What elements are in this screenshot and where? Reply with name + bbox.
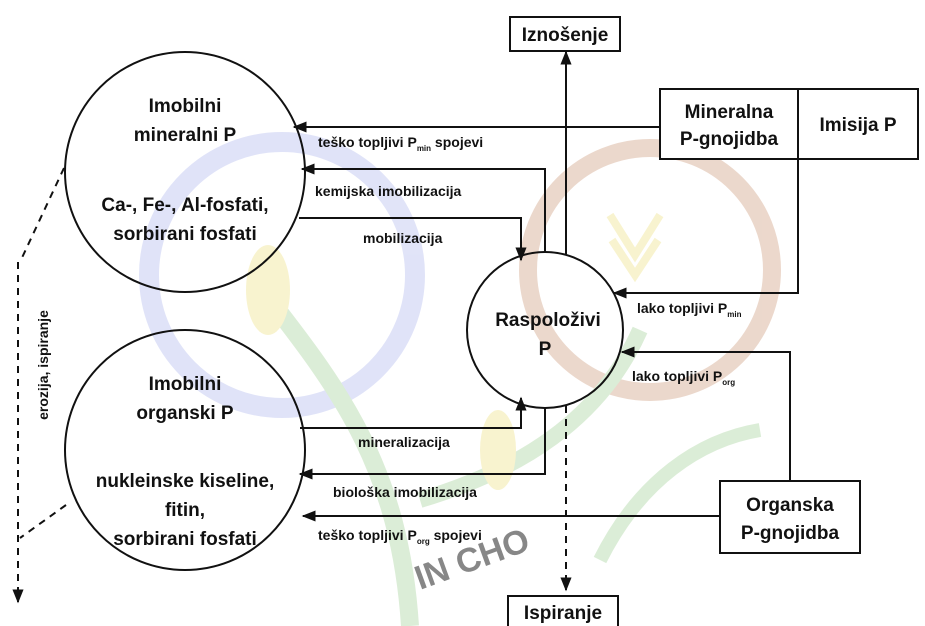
arrow-mineralizacija — [300, 396, 527, 429]
arrow-lako-min — [612, 159, 799, 299]
imobilni-organski-detail-2: fitin, — [165, 500, 205, 521]
watermark-yellow-grain-2 — [480, 410, 516, 490]
arrow-lako-org — [620, 346, 791, 481]
organska-gnojidba-line2: P-gnojidba — [741, 523, 840, 544]
mineralna-gnojidba-line1: Mineralna — [685, 102, 774, 123]
watermark-green-leaf-2 — [593, 423, 762, 564]
label-kemijska: kemijska imobilizacija — [315, 183, 462, 199]
raspolozivi-symbol: P — [539, 339, 552, 360]
label-lako-org: lako topljivi Porg — [632, 368, 735, 387]
label-tesko-org: teško topljivi Porg spojevi — [318, 527, 482, 546]
label-tesko-min: teško topljivi Pmin spojevi — [318, 134, 483, 153]
imobilni-mineralni-subtitle: mineralni P — [134, 125, 237, 146]
imobilni-organski-title: Imobilni — [149, 374, 222, 395]
organska-gnojidba-line1: Organska — [746, 495, 834, 516]
arrow-mobilizacija — [299, 217, 527, 262]
label-mobilizacija: mobilizacija — [363, 230, 443, 246]
imobilni-mineralni-detail-2: sorbirani fosfati — [113, 224, 257, 245]
imobilni-organski-subtitle: organski P — [136, 403, 233, 424]
imisija-label: Imisija P — [819, 115, 896, 136]
ispiranje-box — [507, 595, 619, 626]
imobilni-mineralni-detail-1: Ca-, Fe-, Al-fosfati, — [101, 195, 268, 216]
watermark-green-leaf — [417, 326, 648, 508]
label-bioloska: biološka imobilizacija — [333, 484, 477, 500]
label-erozija: erozija, ispiranje — [35, 310, 51, 420]
imobilni-organski-detail-3: sorbirani fosfati — [113, 529, 257, 550]
imobilni-mineralni-title: Imobilni — [149, 96, 222, 117]
dashed-erozija-upper — [19, 167, 65, 263]
dashed-erozija-lower — [19, 504, 67, 539]
imobilni-organski-detail-1: nukleinske kiseline, — [96, 471, 274, 492]
watermark-yellow-wheat — [606, 212, 664, 283]
watermark-orange-ring — [519, 139, 781, 401]
mineralna-gnojidba-line2: P-gnojidba — [680, 129, 779, 150]
raspolozivi-title: Raspoloživi — [495, 310, 601, 331]
imisija-box — [797, 88, 919, 160]
imobilni-organski-circle — [64, 329, 306, 571]
arrow-kemijska — [300, 163, 546, 252]
label-mineralizacija: mineralizacija — [358, 434, 450, 450]
label-lako-min: lako topljivi Pmin — [637, 300, 742, 319]
watermark-blue-ring — [139, 132, 425, 418]
ispiranje-label: Ispiranje — [524, 603, 602, 624]
watermark-green-stem — [262, 294, 419, 626]
iznosenje-box — [509, 16, 621, 52]
organska-gnojidba-box — [719, 480, 861, 554]
mineralna-gnojidba-box — [659, 88, 799, 160]
arrow-bioloska — [298, 408, 546, 480]
iznosenje-label: Iznošenje — [522, 25, 609, 46]
